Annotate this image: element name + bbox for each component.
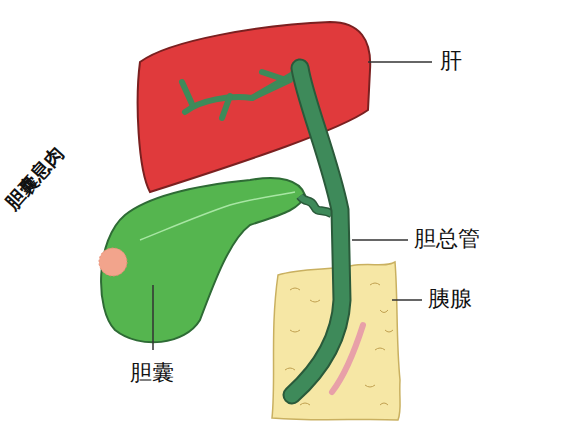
gallbladder	[101, 178, 305, 342]
hepatic-ducts	[182, 62, 300, 118]
common-bile-duct	[292, 68, 342, 395]
part-label: 胆总管	[414, 228, 480, 250]
part-label: 胆囊息肉	[2, 144, 67, 213]
gallbladder-highlight	[140, 192, 295, 240]
pancreatic-duct	[332, 325, 363, 392]
leader-lines	[153, 62, 432, 350]
common-bile-duct	[292, 68, 342, 395]
polyp	[99, 248, 127, 276]
part-label: 肝	[440, 50, 462, 72]
part-label: 胰腺	[428, 288, 472, 310]
cystic-duct	[300, 196, 332, 214]
part-label: 胆囊	[130, 362, 174, 384]
cystic-duct	[300, 196, 332, 214]
